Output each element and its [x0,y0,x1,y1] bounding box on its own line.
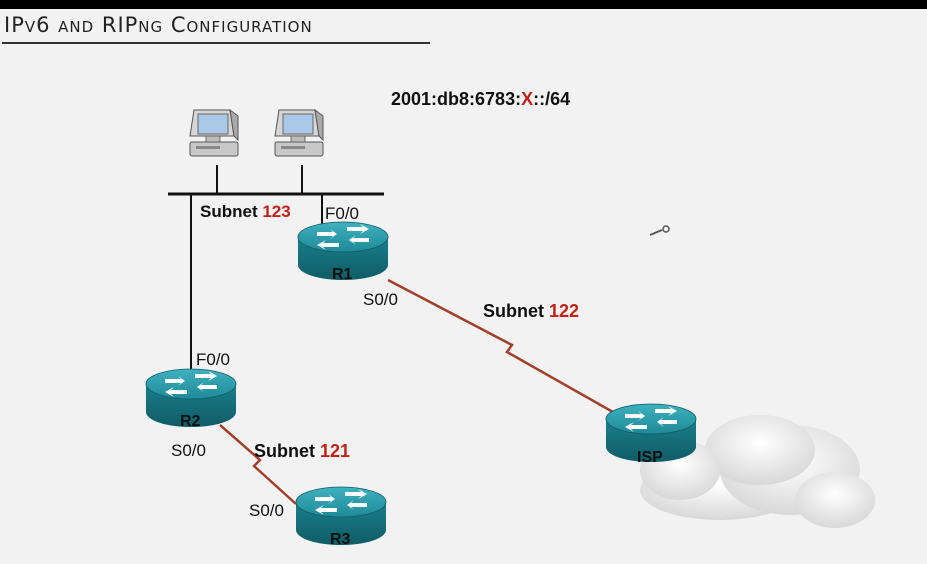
isp-label: ISP [637,449,663,466]
internet-cloud [640,415,875,528]
subnet-122-label: Subnet 122 [483,301,579,322]
pc-2 [274,109,324,157]
r2-fa-interface: F0/0 [196,350,231,369]
r2-label: R2 [180,413,201,430]
cursor-icon [649,225,670,236]
subnet-number: 121 [320,441,351,461]
subnet-word: Subnet [254,441,315,461]
r3-label: R3 [330,531,351,548]
subnet-123-label: Subnet 123 [200,202,291,222]
subnet-number: 123 [262,202,291,221]
r1-fa-interface: F0/0 [325,204,360,223]
ipv6-prefix: 2001:db8:6783:X::/64 [391,89,570,110]
pc-1 [189,109,239,157]
page-title: IPv6 and RIPng Configuration [4,13,313,37]
subnet-word: Subnet [200,202,258,221]
prefix-part1: 2001:db8:6783: [391,89,522,109]
serial-link-r1-isp [387,278,621,418]
r1-serial-interface: S0/0 [363,290,398,309]
subnet-number: 122 [549,301,580,321]
serial-link-r2-r3 [219,424,297,505]
prefix-variable: X [521,89,534,109]
r3-serial-interface: S0/0 [249,501,284,520]
subnet-121-label: Subnet 121 [254,441,350,462]
title-underline [2,42,430,44]
r2-serial-interface: S0/0 [171,441,206,460]
r1-label: R1 [332,266,353,283]
subnet-word: Subnet [483,301,544,321]
prefix-part2: ::/64 [533,89,571,109]
top-bar [0,0,927,9]
